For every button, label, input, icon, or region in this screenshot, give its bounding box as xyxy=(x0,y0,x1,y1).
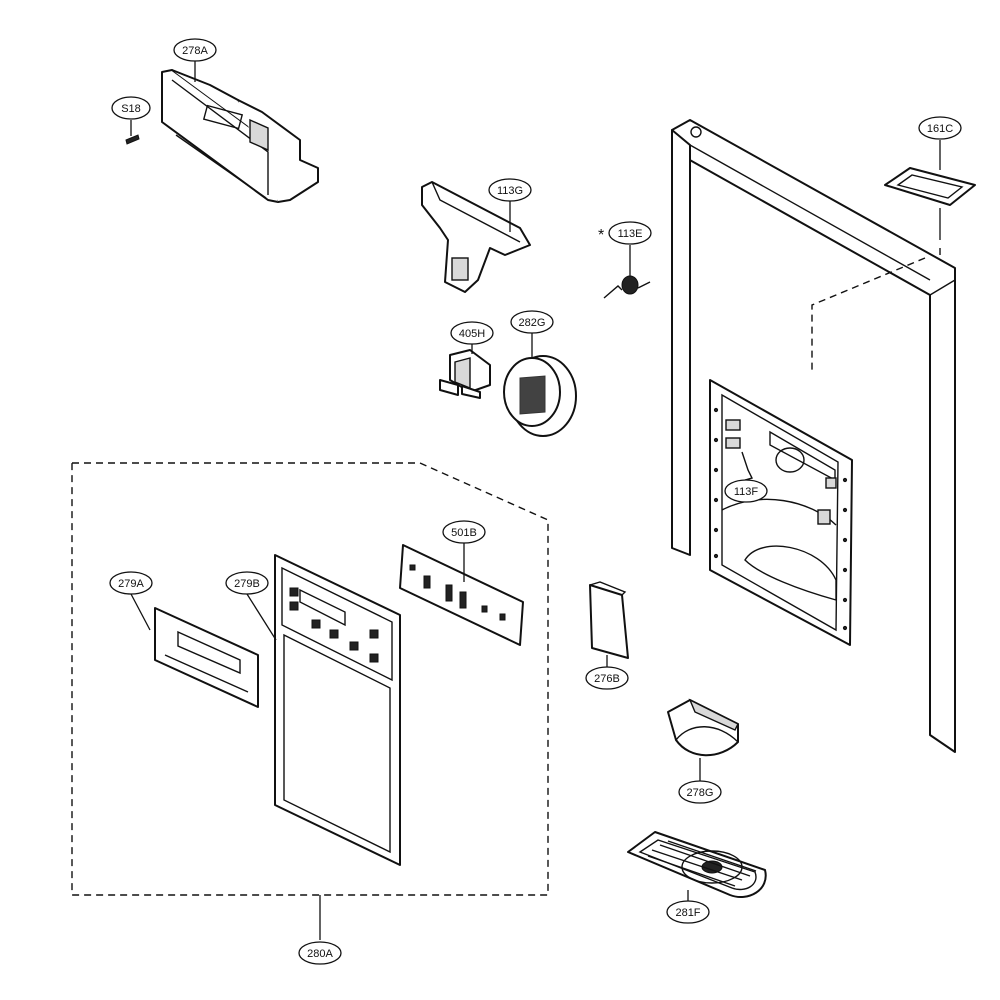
callout-278G[interactable]: 278G xyxy=(678,780,722,804)
callout-405H-label: 405H xyxy=(459,328,485,340)
callout-161C-label: 161C xyxy=(927,123,953,135)
part-279A-drawing xyxy=(130,593,259,708)
callout-282G[interactable]: 282G xyxy=(510,310,554,334)
part-S18-screw xyxy=(125,120,140,145)
callout-501B-label: 501B xyxy=(451,527,477,539)
callout-113G-label: 113G xyxy=(497,185,523,197)
callout-278A-label: 278A xyxy=(182,45,208,57)
callout-113G[interactable]: 113G xyxy=(488,178,532,202)
callout-113F[interactable]: 113F xyxy=(724,479,768,503)
part-276B-drawing xyxy=(589,581,629,668)
callout-282G-label: 282G xyxy=(519,317,546,329)
callout-280A-label: 280A xyxy=(307,948,333,960)
callout-S18-label: S18 xyxy=(121,103,141,115)
callout-279B[interactable]: 279B xyxy=(225,571,269,595)
part-113G-drawing xyxy=(421,181,531,293)
callout-278G-label: 278G xyxy=(687,787,714,799)
callout-281F[interactable]: 281F xyxy=(666,900,710,924)
callout-113F-label: 113F xyxy=(734,486,759,498)
assembly-280A-boundary xyxy=(71,462,549,940)
part-278G-drawing xyxy=(667,698,739,782)
callout-405H[interactable]: 405H xyxy=(450,321,494,345)
part-161C-drawing xyxy=(884,140,976,240)
recess-screw-dots xyxy=(713,407,848,631)
callout-279A[interactable]: 279A xyxy=(109,571,153,595)
part-278A-drawing xyxy=(161,69,319,203)
part-279B-drawing xyxy=(246,554,401,866)
callout-161C[interactable]: 161C xyxy=(918,116,962,140)
part-282G-drawing xyxy=(503,333,577,437)
callout-279A-label: 279A xyxy=(118,578,144,590)
part-113E-spring xyxy=(603,245,651,299)
part-405H-drawing xyxy=(439,344,491,399)
asterisk-mark: * xyxy=(598,227,604,244)
callout-501B[interactable]: 501B xyxy=(442,520,486,544)
callout-276B-label: 276B xyxy=(594,673,620,685)
part-281F-drawing xyxy=(627,831,767,902)
callout-S18[interactable]: S18 xyxy=(111,96,151,120)
callout-113E-label: 113E xyxy=(618,228,643,240)
callout-276B[interactable]: 276B xyxy=(585,666,629,690)
tray-grille-lines xyxy=(647,840,757,887)
callout-280A[interactable]: 280A xyxy=(298,941,342,965)
callout-113E[interactable]: * 113E xyxy=(598,221,652,245)
callout-278A[interactable]: 278A xyxy=(173,38,217,62)
callout-281F-label: 281F xyxy=(675,907,700,919)
part-501B-drawing xyxy=(399,543,524,646)
callout-279B-label: 279B xyxy=(234,578,260,590)
refrigerator-door xyxy=(671,119,956,753)
